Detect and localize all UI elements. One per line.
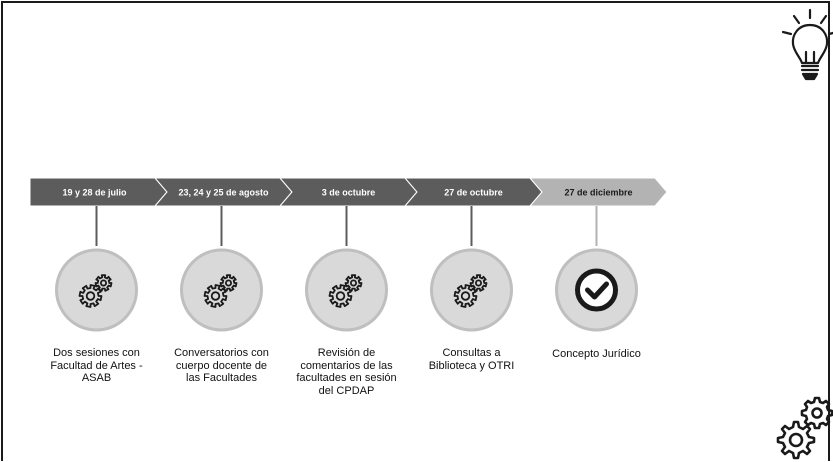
gears-icon <box>203 274 238 308</box>
date-label: 19 y 28 de julio <box>62 188 127 198</box>
step-description-line: Concepto Jurídico <box>552 348 641 360</box>
timeline-step: 19 y 28 de julio <box>29 177 168 332</box>
timeline-step: 3 de octubre <box>278 177 418 332</box>
step-description-line: Facultad de Artes - <box>50 359 143 372</box>
timeline-step: 27 de octubre <box>403 177 543 332</box>
timeline-step: 23, 24 y 25 de agosto <box>153 177 293 332</box>
lightbulb-icon <box>781 8 833 81</box>
checkmark-icon <box>575 268 618 312</box>
timeline-step: 27 de diciembre <box>528 177 668 332</box>
step-description-line: Biblioteca y OTRI <box>428 359 515 372</box>
date-label: 23, 24 y 25 de agosto <box>178 188 269 198</box>
gears-icon <box>776 396 833 460</box>
step-description-line: Conversatorios con <box>174 347 269 359</box>
step-description-line: facultades en sesión <box>296 372 397 384</box>
gears-icon <box>453 274 488 308</box>
date-label: 3 de octubre <box>322 188 376 198</box>
gears-icon <box>78 274 113 308</box>
date-arrow <box>528 177 668 207</box>
step-description-line: cuerpo docente de <box>175 359 268 372</box>
step-description-line: Dos sesiones con <box>53 347 140 359</box>
step-description-line: comentarios de las <box>300 359 393 372</box>
date-label: 27 de octubre <box>444 188 503 198</box>
gears-icon <box>328 274 363 308</box>
step-description-line: Consultas a <box>442 347 501 359</box>
step-description: Concepto Jurídico <box>535 348 659 361</box>
step-description-line: del CPDAP <box>318 384 375 397</box>
date-label: 27 de diciembre <box>564 188 632 198</box>
step-description-line: ASAB <box>81 372 112 384</box>
step-description-line: Revisión de <box>317 347 376 359</box>
step-description-line: las Facultades <box>186 372 257 384</box>
